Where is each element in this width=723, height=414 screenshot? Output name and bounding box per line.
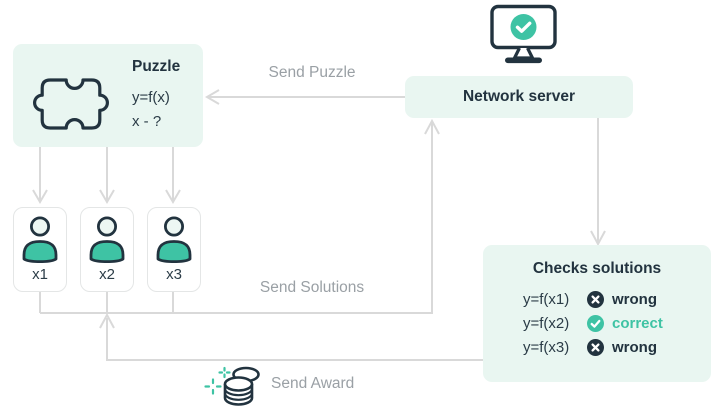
x-circle-icon (587, 338, 604, 356)
person-icon (89, 216, 125, 263)
checks-solutions-box: Checks solutions y=f(x1) wrong y=f(x2) c… (483, 245, 711, 382)
check-status: correct (612, 314, 663, 332)
user-card-x2: x2 (80, 207, 134, 292)
send-award-group: Send Award (204, 360, 354, 408)
person-icon (22, 216, 58, 263)
check-status: wrong (612, 290, 657, 308)
check-row: y=f(x2) correct (483, 311, 711, 335)
check-circle-icon (587, 314, 604, 332)
checks-title: Checks solutions (532, 260, 662, 277)
check-row: y=f(x1) wrong (483, 287, 711, 311)
puzzle-unknown: x - ? (132, 113, 162, 130)
send-award-label: Send Award (271, 375, 355, 392)
user-label: x2 (99, 266, 115, 283)
send-solutions-label: Send Solutions (259, 279, 365, 296)
x-circle-icon (587, 290, 604, 308)
user-label: x3 (166, 266, 182, 283)
person-icon (156, 216, 192, 263)
check-formula: y=f(x1) (523, 290, 570, 308)
check-row: y=f(x3) wrong (483, 335, 711, 359)
user-card-x3: x3 (147, 207, 201, 292)
check-formula: y=f(x3) (523, 338, 570, 356)
coins-sparkle-icon (204, 366, 260, 406)
check-status: wrong (612, 338, 657, 356)
network-server-box: Network server (405, 76, 633, 118)
monitor-check-icon (490, 4, 557, 64)
puzzle-piece-icon (33, 78, 109, 130)
user-card-x1: x1 (13, 207, 67, 292)
puzzle-title: Puzzle (132, 58, 181, 75)
puzzle-box: Puzzle y=f(x) x - ? (13, 44, 203, 147)
user-label: x1 (32, 266, 48, 283)
network-server-label: Network server (462, 88, 575, 105)
check-formula: y=f(x2) (523, 314, 570, 332)
send-puzzle-label: Send Puzzle (268, 64, 356, 81)
puzzle-formula: y=f(x) (132, 89, 170, 106)
